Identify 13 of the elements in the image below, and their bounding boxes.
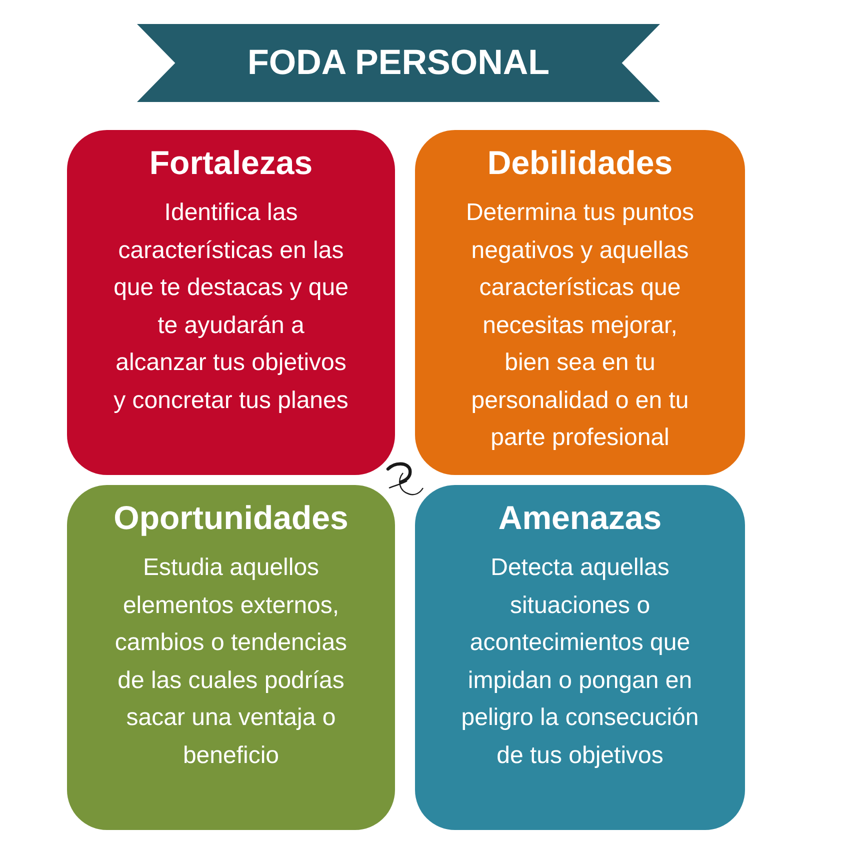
description: Detecta aquellas situaciones o acontecimientos que impidan o pongan en peligro la consecución de tus objetivos <box>460 553 700 770</box>
heading: Debilidades <box>486 143 674 183</box>
quadrant-card <box>415 130 745 475</box>
heading: Amenazas <box>497 498 663 538</box>
quadrant-card <box>67 485 395 830</box>
heading: Fortalezas <box>148 143 314 183</box>
description: Determina tus puntos negativos y aquellas características que necesitas mejorar, bien sea en tu personalidad o en tu parte profesional <box>464 198 696 453</box>
description: Estudia aquellos elementos externos, cambios o tendencias de las cuales podrías sacar una ventaja o beneficio <box>114 553 348 770</box>
title: FODA PERSONAL <box>247 43 550 83</box>
heading: Oportunidades <box>112 498 350 538</box>
quadrant-card <box>67 130 395 475</box>
description: Identifica las características en las que te destacas y que te ayudarán a alcanzar tus objetivos y concretar tus planes <box>112 198 350 416</box>
quadrant-card <box>415 485 745 830</box>
